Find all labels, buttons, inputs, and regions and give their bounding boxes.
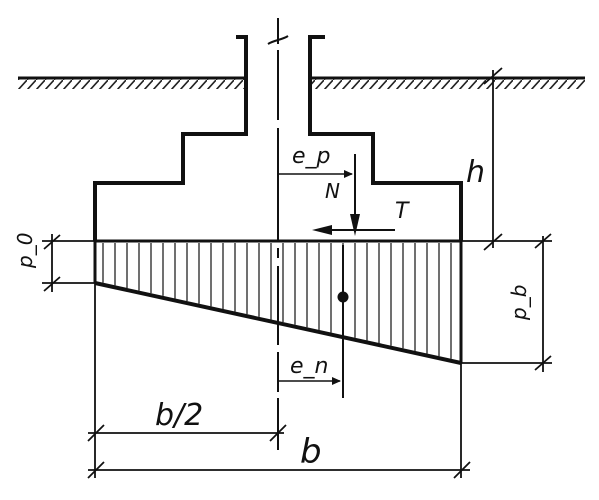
h-dimension	[483, 67, 503, 251]
p0-dimension	[42, 234, 95, 292]
label-en: e_n	[290, 354, 328, 379]
label-N: N	[325, 179, 340, 203]
label-T: T	[395, 199, 410, 224]
pb-dimension	[534, 233, 552, 372]
label-pb: p_b	[507, 285, 531, 321]
ground-left	[18, 76, 246, 89]
load-arrow-N	[350, 214, 360, 236]
label-b-half: b/2	[155, 398, 203, 433]
center-axis	[267, 18, 289, 450]
label-p0: p_0	[13, 233, 37, 269]
b-dimension	[87, 461, 471, 479]
centroid-dot	[337, 291, 349, 303]
ground-right	[310, 76, 585, 89]
b-half-dimension	[87, 424, 287, 442]
force-arrow-T	[312, 225, 332, 235]
label-h: h	[466, 155, 485, 190]
foundation-outline	[93, 35, 463, 243]
label-ep: e_p	[292, 144, 331, 169]
label-b: b	[300, 432, 322, 472]
